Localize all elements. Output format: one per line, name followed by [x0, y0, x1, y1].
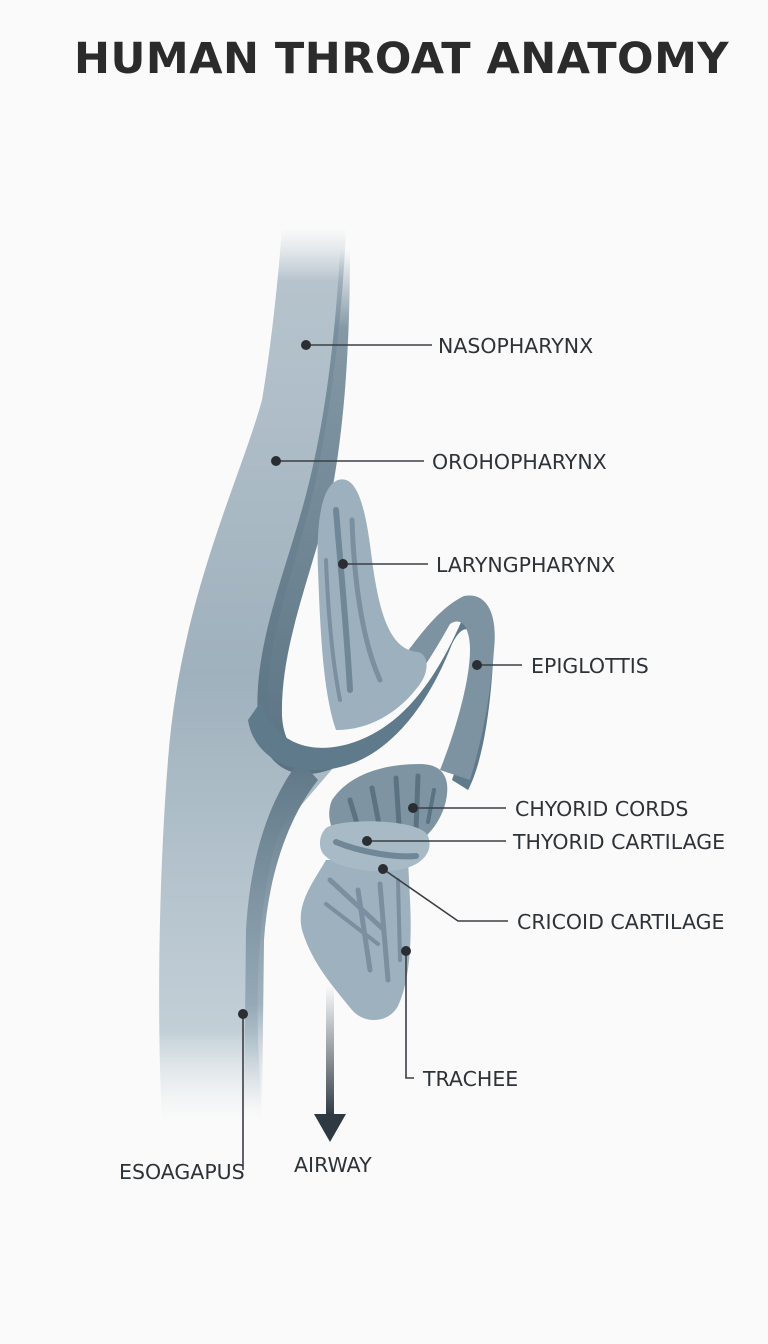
label-vocal-cords: CHYORID CORDS	[515, 797, 688, 821]
epiglottis-shape	[378, 595, 495, 780]
pharynx-inner-wall	[257, 250, 350, 775]
pharynx-tube	[159, 228, 346, 1120]
label-laryngopharynx: LARYNGPHARYNX	[436, 553, 615, 577]
leader-lines	[238, 340, 522, 1170]
label-cricoid-cartilage: CRICOID CARTILAGE	[517, 910, 724, 934]
label-esophagus: ESOAGAPUS	[119, 1160, 245, 1184]
laryngopharynx-fold	[317, 479, 427, 730]
cricoid-cartilage-shape	[300, 860, 411, 1021]
label-epiglottis: EPIGLOTTIS	[531, 654, 649, 678]
label-thyroid-cartilage: THYORID CARTILAGE	[512, 830, 725, 854]
label-trachea: TRACHEE	[422, 1067, 518, 1091]
label-airway: AIRWAY	[294, 1153, 372, 1177]
diagram-title: HUMAN THROAT ANATOMY	[74, 34, 730, 84]
airway-arrow	[314, 986, 346, 1142]
label-nasopharynx: NASOPHARYNX	[438, 334, 593, 358]
label-oropharynx: OROHOPHARYNX	[432, 450, 607, 474]
esophagus-channel	[244, 760, 318, 1110]
